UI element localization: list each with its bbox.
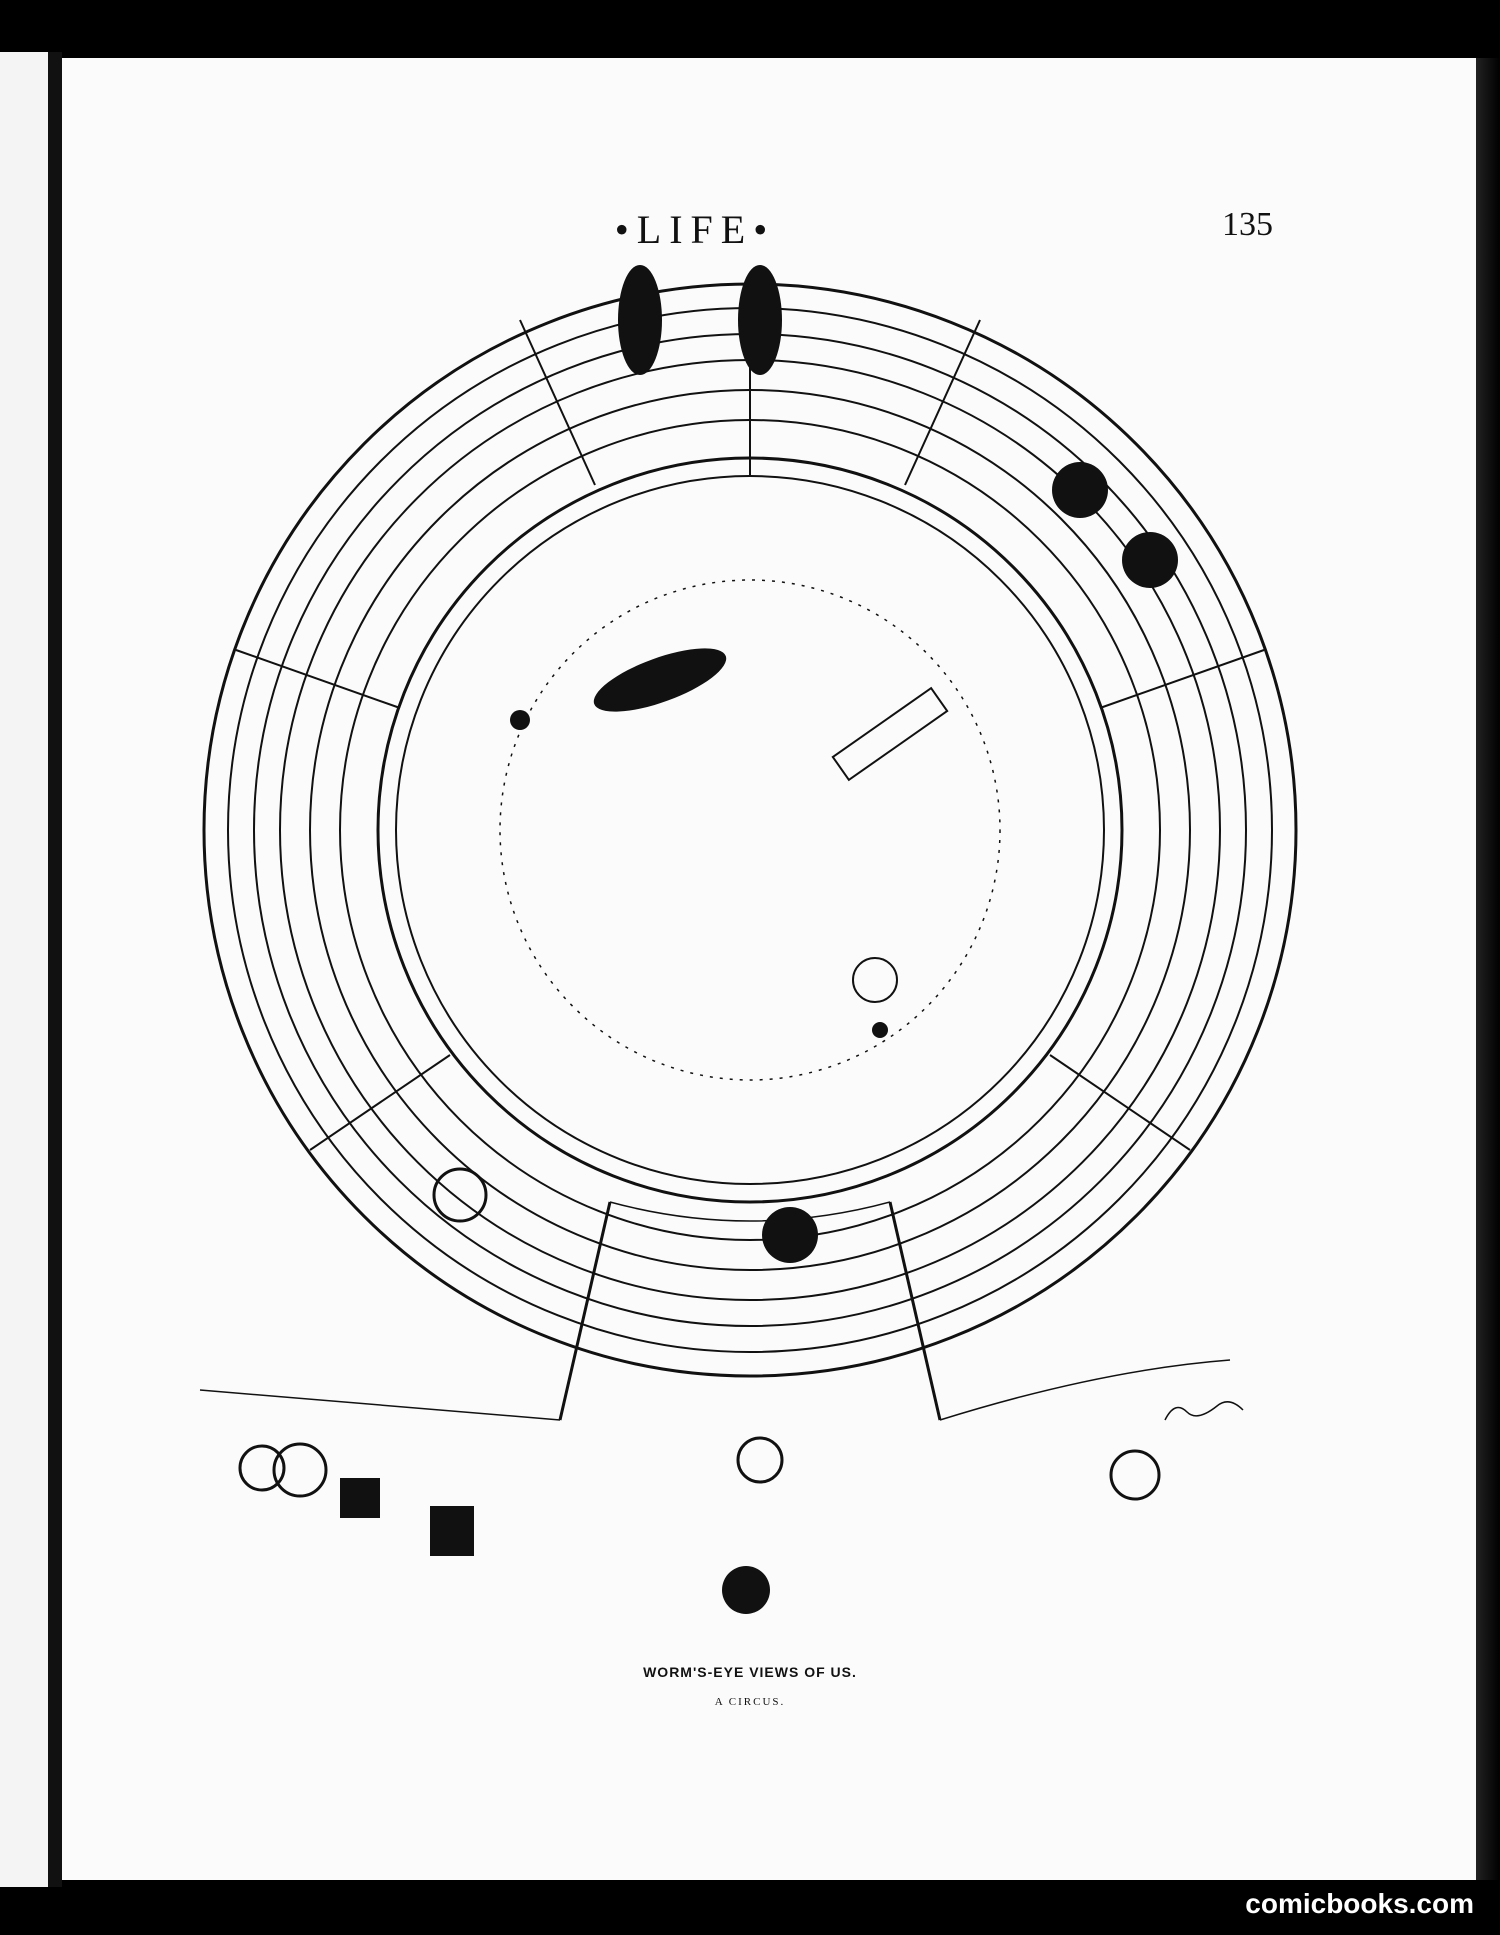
page-edge-shadow	[1476, 58, 1500, 1880]
site-watermark: comicbooks.com	[1245, 1888, 1474, 1919]
page-number: 135	[1222, 206, 1273, 243]
caption-subtitle: A CIRCUS.	[714, 1696, 786, 1708]
magazine-page	[62, 58, 1476, 1880]
binding-gutter	[48, 52, 62, 1887]
magazine-masthead: •LIFE•	[614, 207, 776, 252]
left-page-spine	[0, 52, 48, 1887]
caption-title: WORM'S-EYE VIEWS OF US.	[643, 1664, 857, 1680]
